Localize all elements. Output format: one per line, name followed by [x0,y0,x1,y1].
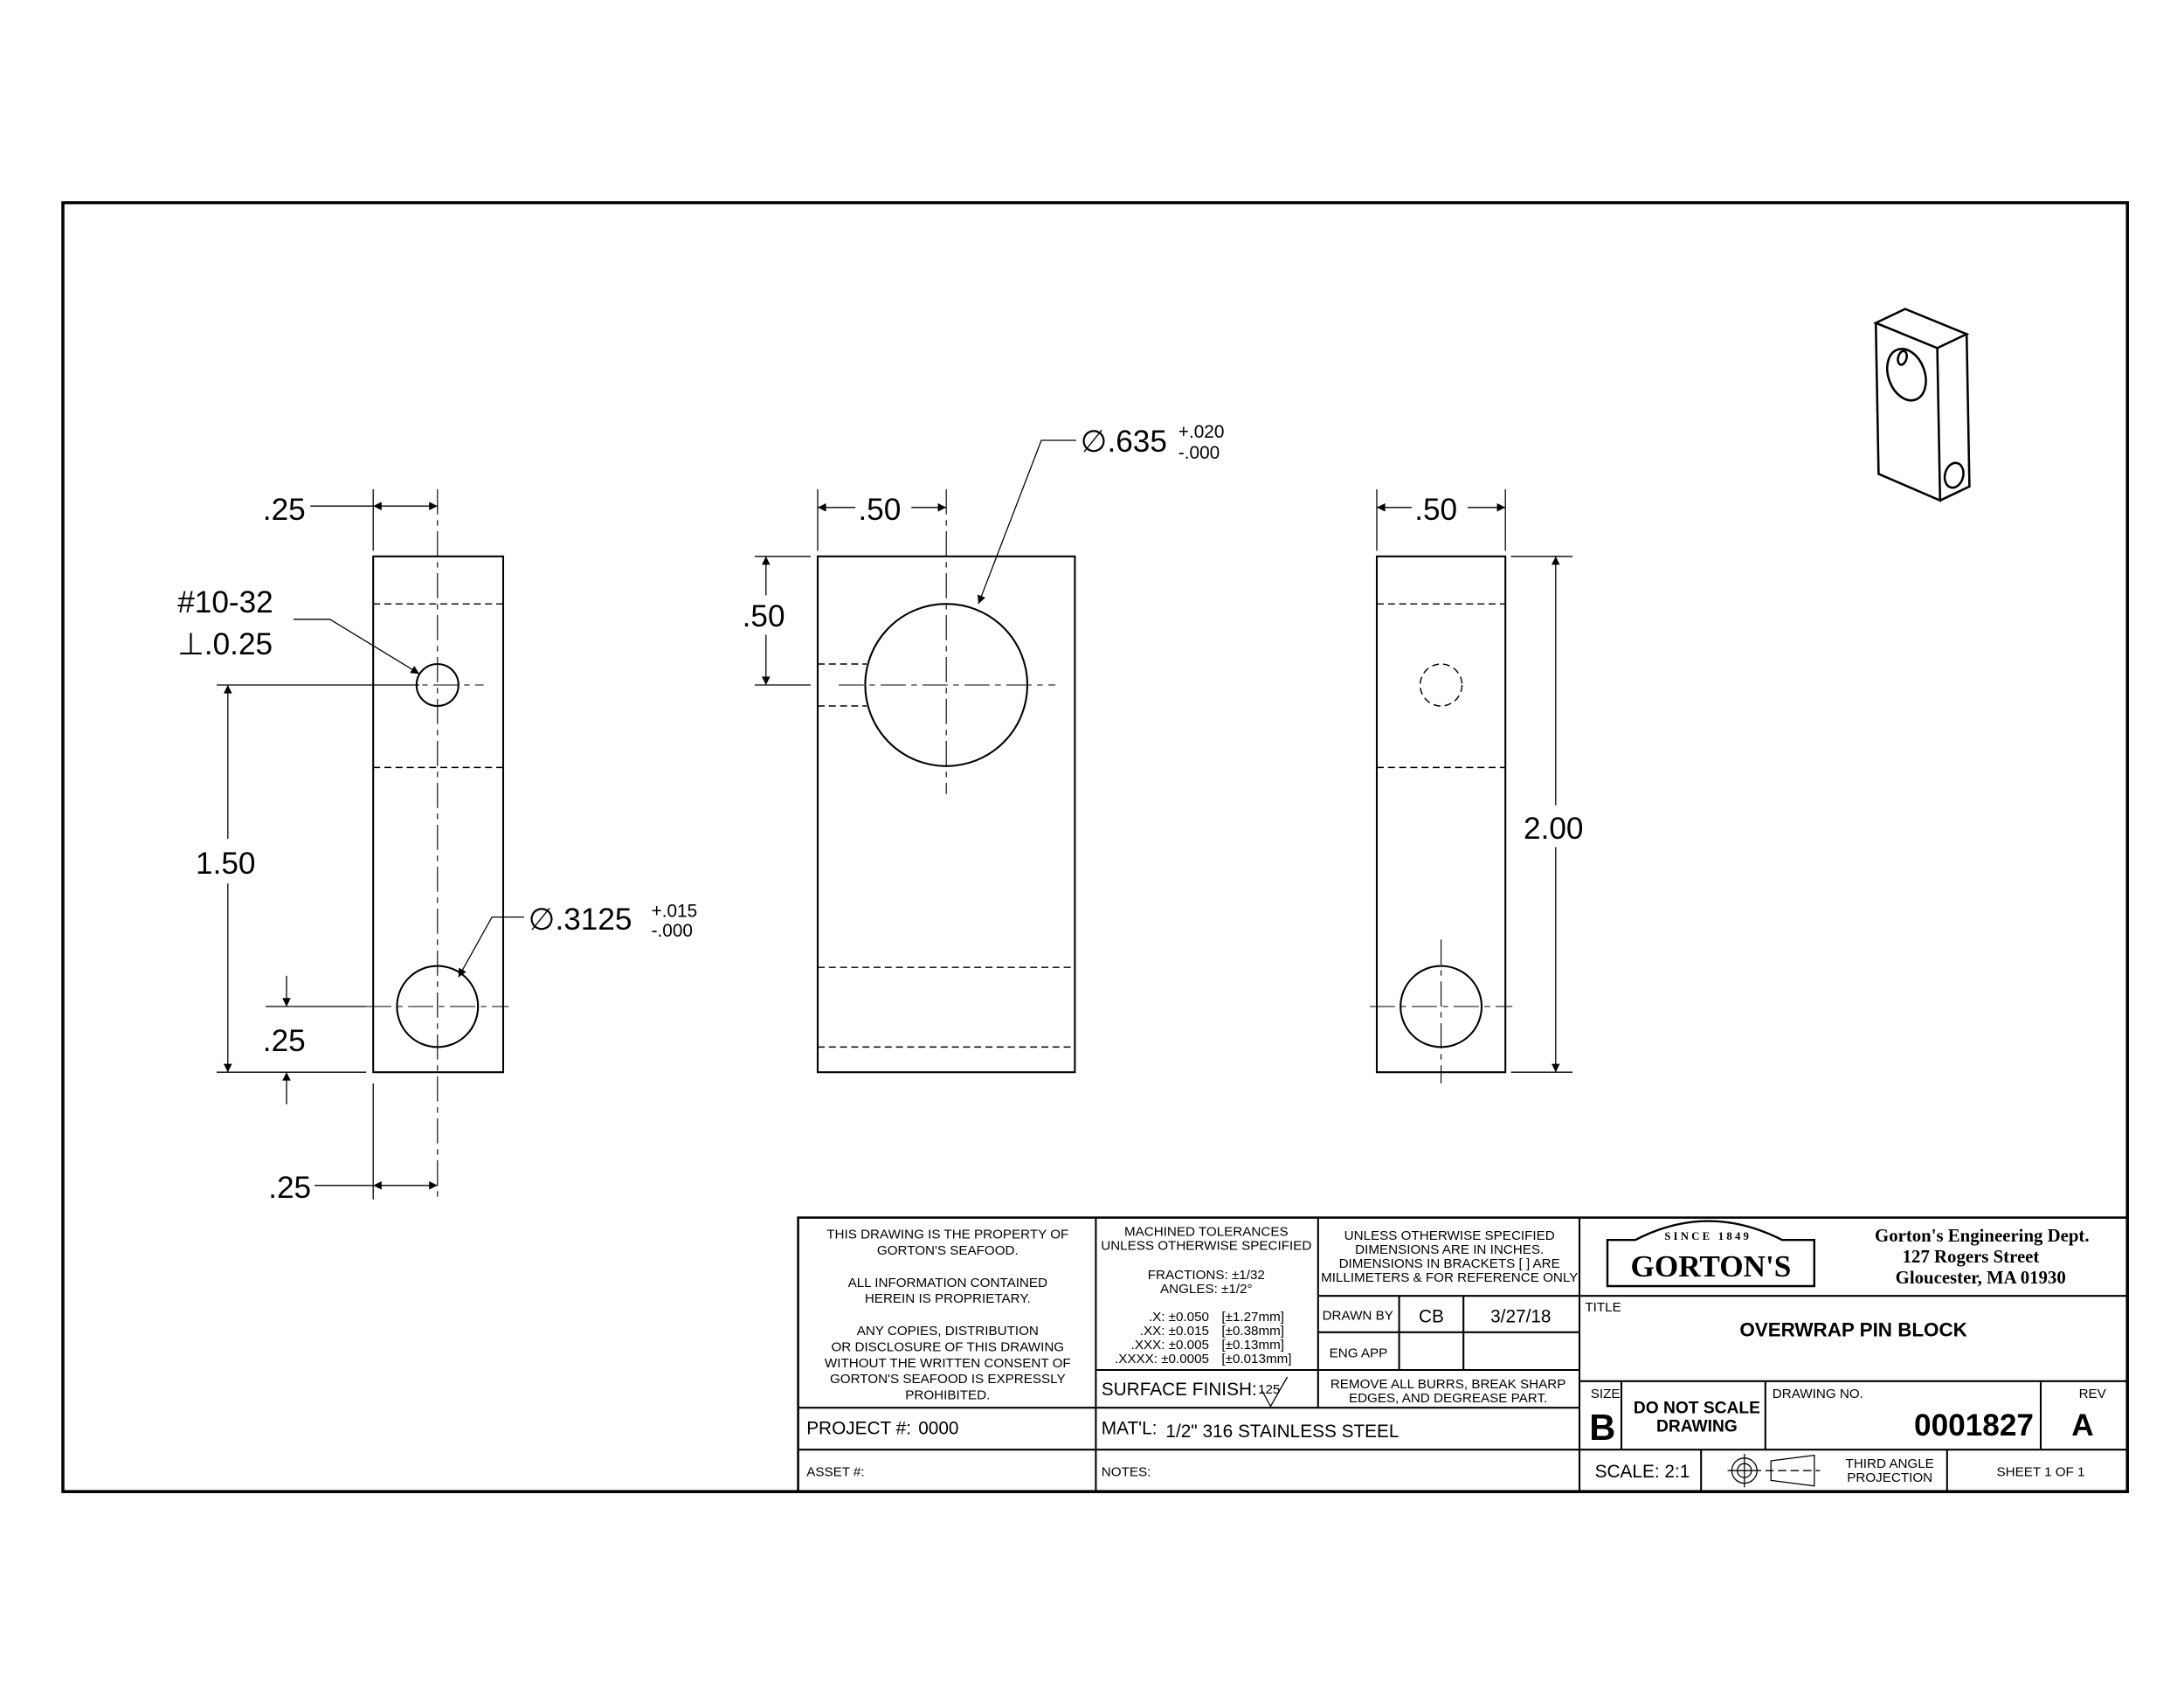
sheet-number: SHEET 1 OF 1 [1996,1465,2084,1480]
property-notice-line: HEREIN IS PROPRIETARY. [865,1291,1031,1306]
tol-header-2: UNLESS OTHERWISE SPECIFIED [1101,1238,1311,1253]
thread-depth: ⊥.0.25 [177,627,273,661]
isometric-view [1873,308,1971,502]
property-notice-line: GORTON'S SEAFOOD IS EXPRESSLY [830,1372,1066,1387]
tolerance-mm: [±0.013mm] [1221,1352,1291,1366]
deburr-note-2: EDGES, AND DEGREASE PART. [1349,1391,1547,1406]
svg-text:GORTON'S: GORTON'S [1630,1249,1791,1283]
front-view: .50 .50 ∅.635 +.020 -.000 [741,422,1225,1074]
notes-label: NOTES: [1102,1465,1151,1480]
units-note-line: UNLESS OTHERWISE SPECIFIED [1344,1228,1555,1243]
property-notice-line: THIS DRAWING IS THE PROPERTY OF [826,1228,1068,1242]
material-value: 1/2" 316 STAINLESS STEEL [1165,1422,1399,1442]
third-angle-projection-icon [1727,1454,1821,1488]
tol-minus: -.000 [1178,443,1220,463]
size-label: SIZE [1591,1387,1621,1401]
drawn-by-label: DRAWN BY [1323,1308,1393,1323]
size-value: B [1589,1407,1615,1448]
units-note-line: DIMENSIONS IN BRACKETS [ ] ARE [1339,1256,1560,1271]
fractions: FRACTIONS: ±1/32 [1148,1268,1265,1283]
do-not-scale-2: DRAWING [1656,1417,1738,1435]
hidden-tapped-hole [1419,663,1463,707]
company-city: Gloucester, MA 01930 [1896,1268,2066,1288]
dim-front-top: .50 [858,493,901,527]
property-notice-line: WITHOUT THE WRITTEN CONSENT OF [825,1356,1071,1371]
do-not-scale-1: DO NOT SCALE [1634,1400,1760,1418]
angles: ANGLES: ±1/2° [1160,1282,1253,1297]
scale: SCALE: 2:1 [1595,1462,1690,1482]
pin-hole-diameter: ∅.3125 [529,903,632,937]
dim-front-side: .50 [743,599,785,633]
dim-bottom-left: .25 [268,1171,311,1205]
property-notice-line: GORTON'S SEAFOOD. [877,1243,1019,1258]
left-view-outline [372,555,505,1074]
deburr-note-1: REMOVE ALL BURRS, BREAK SHARP [1330,1377,1566,1392]
revision: A [2071,1408,2093,1442]
drawing-no-label: DRAWING NO. [1773,1387,1863,1401]
gortons-logo: SINCE 1849 GORTON'S [1606,1220,1815,1288]
bore-diameter: ∅.635 [1081,425,1167,459]
title-label: TITLE [1585,1300,1621,1315]
tolerance-value: .XXX: ±0.005 [1131,1338,1209,1352]
asset-label: ASSET #: [806,1465,864,1480]
svg-text:SINCE 1849: SINCE 1849 [1664,1230,1752,1242]
tolerance-value: .X: ±0.050 [1149,1310,1209,1325]
units-note-line: MILLIMETERS & FOR REFERENCE ONLY [1321,1270,1578,1285]
tol-header-1: MACHINED TOLERANCES [1124,1224,1289,1239]
surface-finish-icon [1261,1376,1289,1408]
tolerance-value: .XXXX: ±0.0005 [1115,1352,1209,1366]
tolerance-mm: [±1.27mm] [1221,1310,1284,1325]
tol-plus: +.015 [652,902,698,922]
property-notice: THIS DRAWING IS THE PROPERTY OFGORTON'S … [825,1228,1071,1403]
tolerance-table: .X: ±0.050 [±1.27mm] .XX: ±0.015 [±0.38mm].… [1115,1310,1291,1366]
property-notice-line: OR DISCLOSURE OF THIS DRAWING [831,1339,1064,1354]
title-block: THIS DRAWING IS THE PROPERTY OFGORTON'S … [797,1216,2129,1493]
thread-callout: #10-32 [177,585,273,619]
dim-right-top: .50 [1414,493,1457,527]
tol-minus: -.000 [652,921,693,941]
tolerance-mm: [±0.38mm] [1221,1324,1284,1339]
drawing-number: 0001827 [1914,1408,2034,1442]
dim-top-left: .25 [263,493,306,527]
property-notice-line: PROHIBITED. [905,1388,990,1403]
units-note-line: DIMENSIONS ARE IN INCHES. [1355,1242,1544,1257]
right-view: .50 2.00 [1370,486,1593,1083]
dim-hole-edge: .25 [263,1024,306,1058]
dim-hole-spacing: 1.50 [196,847,256,881]
projection-1: THIRD ANGLE [1846,1456,1934,1471]
company-street: 127 Rogers Street [1903,1247,2040,1267]
projection-2: PROJECTION [1847,1470,1932,1485]
project-value: 0000 [918,1419,958,1439]
drawing-title: OVERWRAP PIN BLOCK [1739,1319,1966,1341]
property-notice-line: ALL INFORMATION CONTAINED [848,1276,1047,1290]
company-name: Gorton's Engineering Dept. [1875,1226,2090,1246]
tolerance-mm: [±0.13mm] [1221,1338,1284,1352]
rev-label: REV [2079,1387,2107,1401]
left-view: .25 #10-32 ⊥.0.25 1.50 .25 ∅.3125 +.015 … [177,489,697,1205]
dim-height: 2.00 [1524,812,1584,846]
material-label: MAT'L: [1102,1419,1158,1439]
surface-finish-label: SURFACE FINISH: [1102,1380,1257,1400]
drawn-date: 3/27/18 [1490,1307,1551,1327]
project-label: PROJECT #: [806,1419,911,1439]
tolerance-value: .XX: ±0.015 [1140,1324,1209,1339]
drawn-by: CB [1419,1307,1444,1327]
tol-plus: +.020 [1178,422,1225,442]
eng-app-label: ENG APP [1330,1346,1388,1361]
property-notice-line: ANY COPIES, DISTRIBUTION [857,1324,1039,1339]
